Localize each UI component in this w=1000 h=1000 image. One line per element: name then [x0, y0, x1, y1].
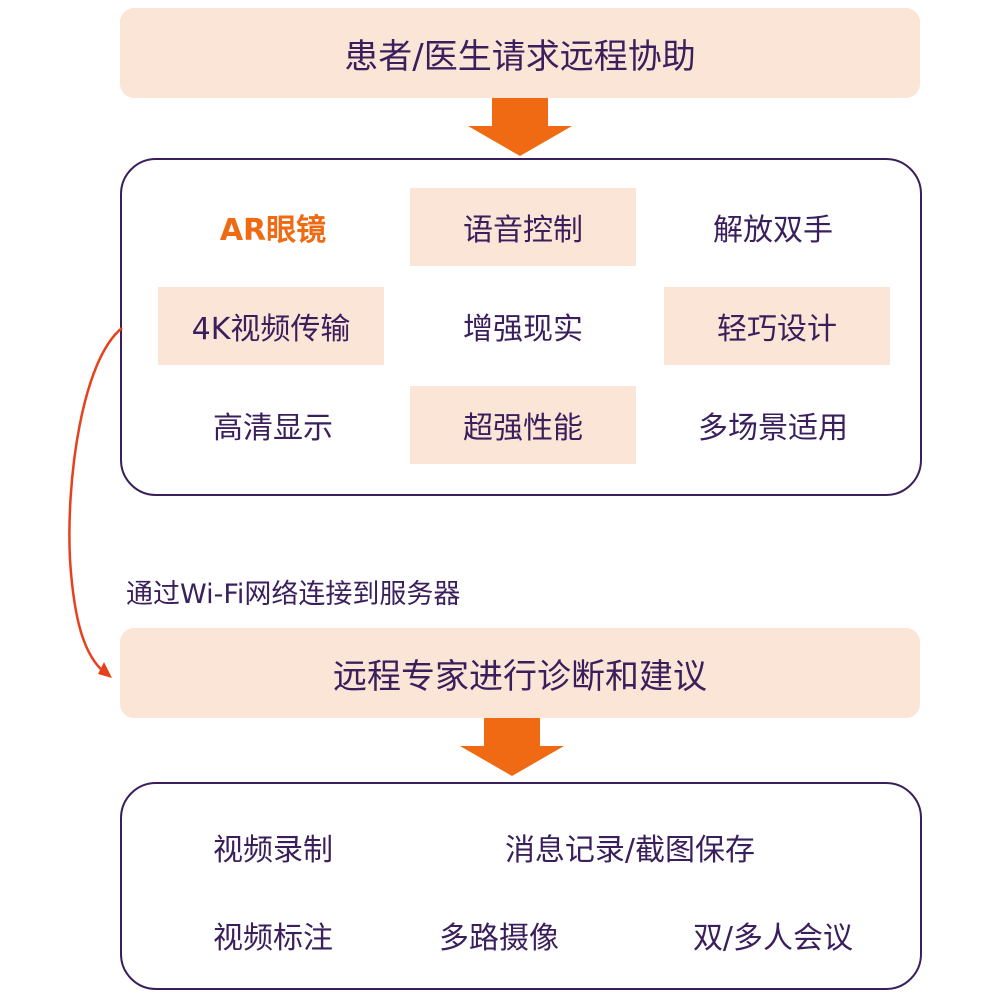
request-assistance-label: 患者/医生请求远程协助 — [344, 36, 696, 77]
request-assistance-step: 患者/医生请求远程协助 — [120, 8, 920, 98]
ar-glasses-box: AR眼镜 语音控制 解放双手 4K视频传输 增强现实 轻巧设计 高清显示 超强性… — [120, 158, 922, 496]
item-video-annotation: 视频标注 — [213, 921, 333, 956]
down-arrow-icon — [460, 718, 564, 776]
wifi-connection-label: 通过Wi-Fi网络连接到服务器 — [126, 579, 461, 610]
item-message-screenshot: 消息记录/截图保存 — [504, 833, 756, 868]
feature-high-performance: 超强性能 — [410, 386, 636, 464]
feature-multi-scenario: 多场景适用 — [698, 411, 848, 446]
item-multi-camera: 多路摄像 — [439, 921, 559, 956]
ar-glasses-title: AR眼镜 — [219, 213, 327, 248]
down-arrow-icon — [468, 98, 572, 156]
feature-hd-display: 高清显示 — [213, 411, 333, 446]
feature-voice-control: 语音控制 — [410, 188, 636, 266]
remote-expert-label: 远程专家进行诊断和建议 — [333, 656, 707, 697]
item-multi-person-meeting: 双/多人会议 — [692, 921, 854, 956]
feature-4k-video: 4K视频传输 — [158, 287, 384, 365]
feature-lightweight-design: 轻巧设计 — [664, 287, 890, 365]
remote-expert-step: 远程专家进行诊断和建议 — [120, 628, 920, 718]
item-video-recording: 视频录制 — [213, 833, 333, 868]
feature-hands-free: 解放双手 — [713, 213, 833, 248]
feature-augmented-reality: 增强现实 — [463, 312, 583, 347]
result-features-box: 视频录制 消息记录/截图保存 视频标注 多路摄像 双/多人会议 — [120, 782, 922, 990]
